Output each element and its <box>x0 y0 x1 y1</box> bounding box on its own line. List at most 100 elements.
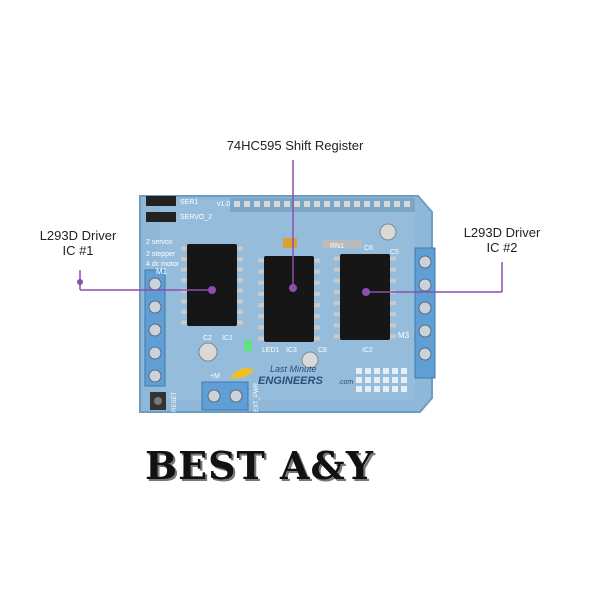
board-m3-label: M3 <box>398 331 410 340</box>
board-ic1-label: IC1 <box>222 335 233 342</box>
board-m1-label: M1 <box>156 267 168 276</box>
callout-driver-ic2-line1: L293D Driver <box>463 225 541 240</box>
right-screw-terminal <box>414 247 436 379</box>
chip-pin <box>334 323 340 328</box>
chip-pin <box>181 288 187 293</box>
chip-pin <box>390 323 396 328</box>
board-c6-label: C6 <box>364 245 373 252</box>
callout-driver-ic1-line2: IC #1 <box>62 243 94 258</box>
header-pin <box>394 201 400 207</box>
chip-pin <box>258 280 264 285</box>
header-pin <box>284 201 290 207</box>
grid-pin <box>374 386 380 392</box>
reset-button <box>150 392 166 410</box>
grid-pin <box>356 377 362 383</box>
board-reset-label: RESET <box>172 392 178 412</box>
chip-pin <box>181 320 187 325</box>
grid-pin <box>383 368 389 374</box>
chip-pin <box>334 312 340 317</box>
board-stepper-note: 2 stepper <box>146 251 176 258</box>
chip-pin <box>314 280 320 285</box>
grid-pin <box>401 386 407 392</box>
grid-pin <box>365 368 371 374</box>
chip-pin <box>258 303 264 308</box>
chip-pin <box>237 257 243 262</box>
chip-pin <box>181 246 187 251</box>
grid-pin <box>392 386 398 392</box>
header-pin <box>234 201 240 207</box>
chip-pin <box>314 314 320 319</box>
chip-pin <box>181 309 187 314</box>
top-header-pins <box>230 198 415 212</box>
grid-pin <box>356 368 362 374</box>
components <box>198 223 397 369</box>
board-servo-label: SERVO_2 <box>180 214 212 221</box>
header-pin <box>324 201 330 207</box>
callout-driver-ic2-line2: IC #2 <box>486 240 518 255</box>
chip-pin <box>181 299 187 304</box>
chip-pin <box>258 314 264 319</box>
board-c5-label: C5 <box>390 249 399 256</box>
grid-pin <box>374 377 380 383</box>
chip-pin <box>237 278 243 283</box>
l293d-chip-1 <box>181 244 243 326</box>
callout-line-ic1 <box>77 270 216 294</box>
grid-pin <box>401 377 407 383</box>
chip-pin <box>334 278 340 283</box>
chip-pin <box>334 289 340 294</box>
chip-pin <box>258 291 264 296</box>
grid-pin <box>365 386 371 392</box>
chip-pin <box>237 267 243 272</box>
grid-pin <box>392 368 398 374</box>
chip-pin <box>390 256 396 261</box>
header-pin <box>404 201 410 207</box>
chip-pin <box>314 269 320 274</box>
chip-pin <box>314 291 320 296</box>
chip-pin <box>390 278 396 283</box>
chip-pin <box>334 301 340 306</box>
header-pin <box>304 201 310 207</box>
header-pin <box>274 201 280 207</box>
chip-pin <box>390 301 396 306</box>
grid-pin <box>365 377 371 383</box>
board-servos-note: 2 servos <box>146 239 173 246</box>
header-pin <box>294 201 300 207</box>
chip-pin <box>258 258 264 263</box>
callout-driver-ic1: L293D Driver IC #1 <box>28 228 128 258</box>
callout-shift-register: 74HC595 Shift Register <box>226 138 364 153</box>
board-c2-label: C2 <box>203 335 212 342</box>
header-pin <box>364 201 370 207</box>
chip-pin <box>390 334 396 339</box>
chip-pin <box>314 303 320 308</box>
grid-pin <box>383 377 389 383</box>
board-rn1-label: RN1 <box>330 243 344 250</box>
callout-line-shift <box>289 160 297 292</box>
board-c8-label: C8 <box>318 347 327 354</box>
board-ext-pwr-label: EXT_PWR <box>254 382 260 412</box>
chip-pin <box>334 267 340 272</box>
logo-mark <box>230 368 254 379</box>
header-pin <box>254 201 260 207</box>
pin-grid <box>356 368 407 392</box>
chip-pin <box>390 267 396 272</box>
brand-watermark: BEST A&Y <box>145 443 374 488</box>
board-ic2-label: IC2 <box>362 347 373 354</box>
chip-pin <box>258 269 264 274</box>
chip-pin <box>237 320 243 325</box>
board-pwr-label: +M <box>210 373 220 380</box>
header-pin <box>354 201 360 207</box>
board-dc-note: 4 dc motor <box>146 261 180 268</box>
chip-pin <box>258 325 264 330</box>
chip-pin <box>237 309 243 314</box>
header-pin <box>384 201 390 207</box>
grid-pin <box>401 368 407 374</box>
logo-suffix: .com <box>338 379 353 386</box>
header-pin <box>264 201 270 207</box>
header-pin <box>344 201 350 207</box>
chip-pin <box>181 257 187 262</box>
chip-pin <box>334 256 340 261</box>
logo-line2: ENGINEERS <box>258 375 323 387</box>
callout-driver-ic2: L293D Driver IC #2 <box>452 225 552 255</box>
